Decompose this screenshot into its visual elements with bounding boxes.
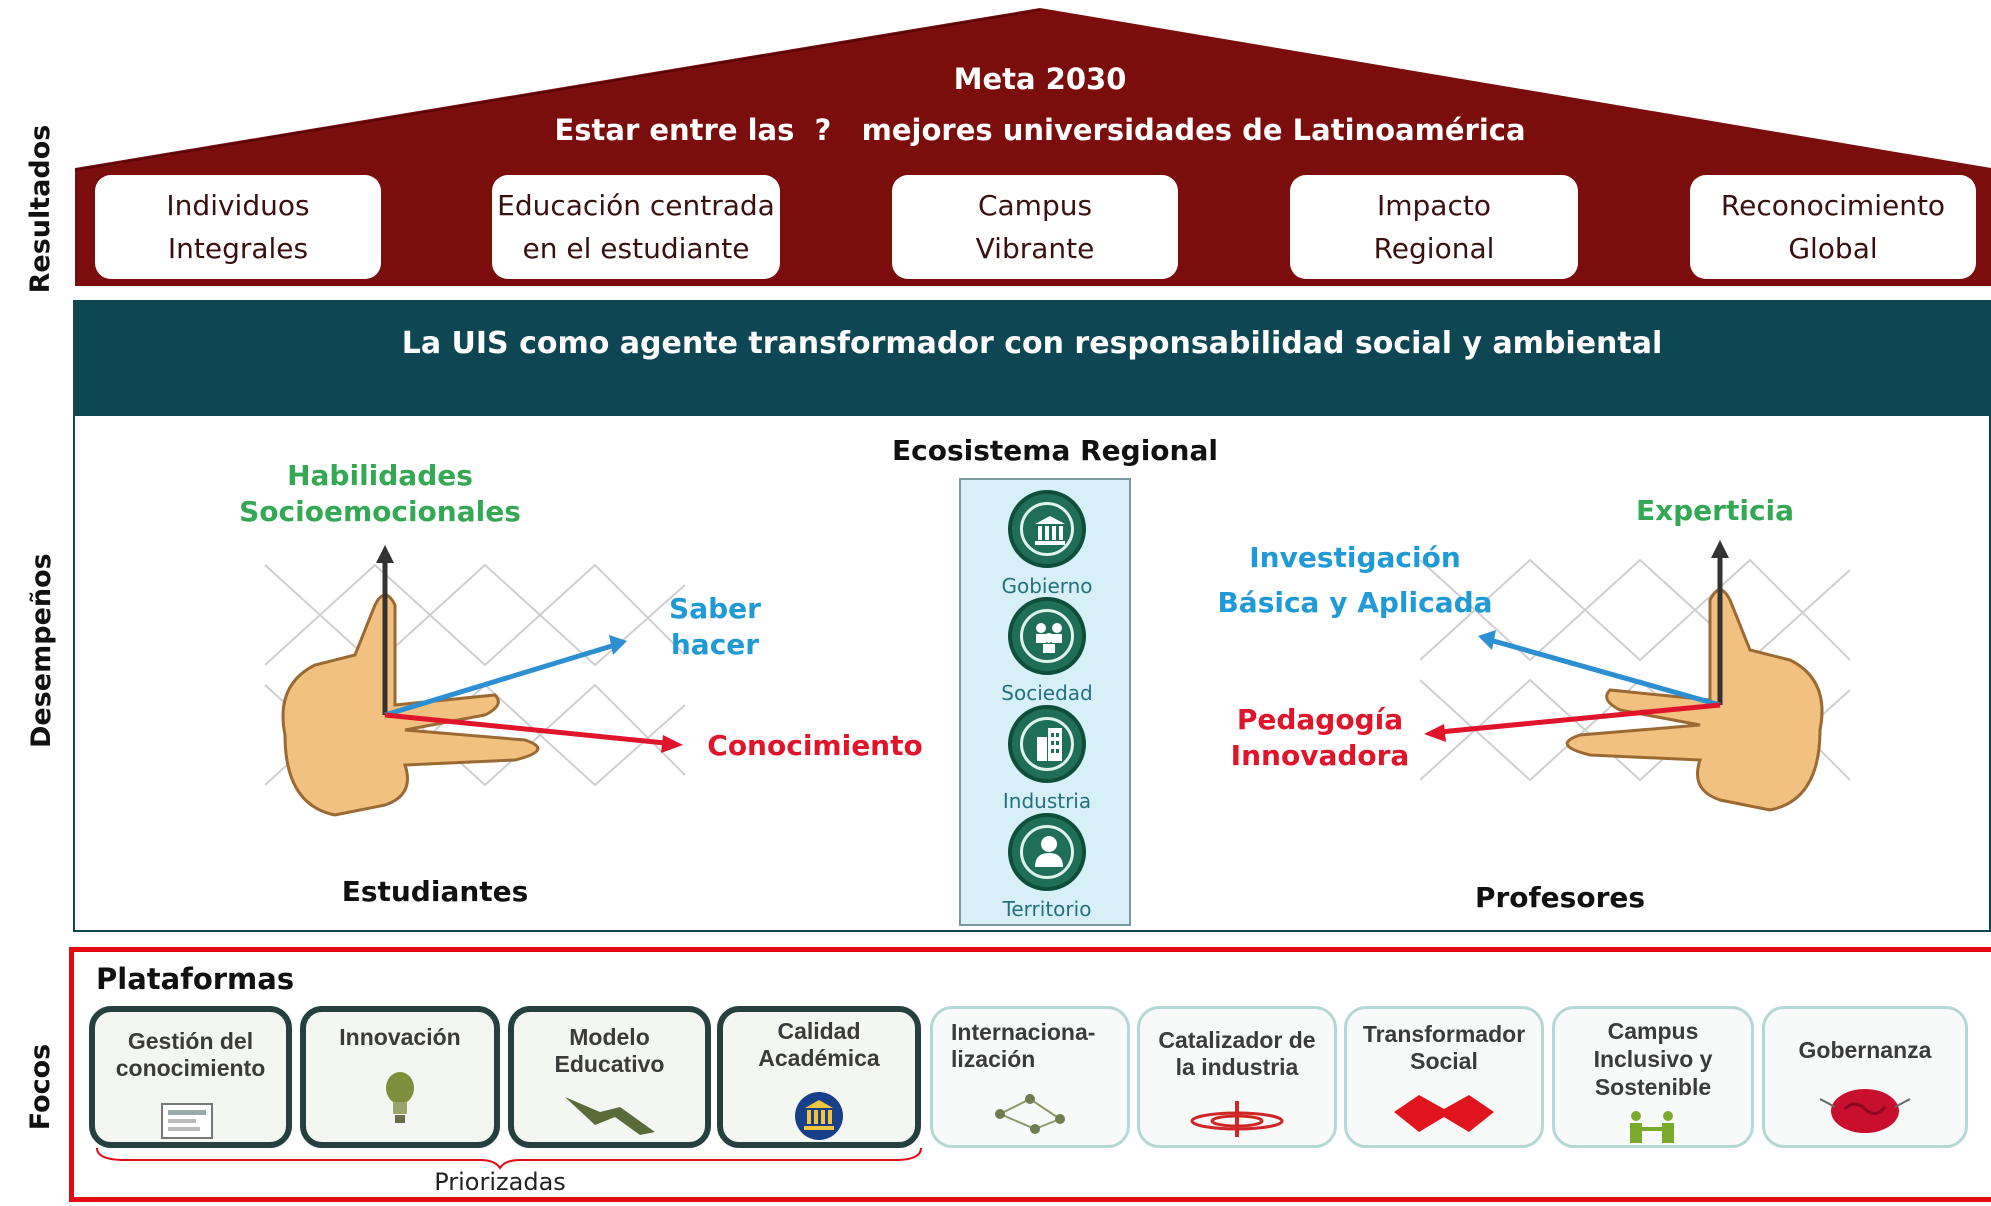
platform-label: Modelo Educativo — [554, 1024, 665, 1077]
result-box: Educación centrada en el estudiante — [492, 175, 780, 279]
result-box: Campus Vibrante — [892, 175, 1178, 279]
prioritized-label: Priorizadas — [434, 1168, 566, 1196]
ecosystem-label: Gobierno — [1001, 574, 1093, 598]
handshake-icon — [564, 1097, 655, 1135]
platform-card: Calidad Académica — [717, 1006, 921, 1148]
ecosystem-item-gobierno: Gobierno — [961, 490, 1133, 598]
students-title: Estudiantes — [341, 875, 529, 908]
platform-label: Innovación — [339, 1024, 461, 1050]
side-label-desempenos: Desempeños — [26, 553, 57, 748]
professors-expertise-label: Experticia — [1635, 494, 1795, 527]
industry-building-icon — [1008, 705, 1086, 783]
students-socioemotional-label: Habilidades Socioemocionales — [239, 459, 521, 528]
goal-title: Meta 2030 — [953, 62, 1127, 96]
platform-label: Gestión del conocimiento — [115, 1028, 266, 1081]
platform-card: Innovación — [300, 1006, 500, 1148]
ecosystem-label: Territorio — [1002, 897, 1092, 921]
ecosystem-item-sociedad: Sociedad — [961, 597, 1133, 705]
ecosystem-title: Ecosistema Regional — [892, 434, 1218, 467]
platform-label: Catalizador de la industria — [1158, 1027, 1316, 1080]
platform-label: Internaciona- lización — [951, 1019, 1096, 1072]
platform-label: Campus Inclusivo y Sostenible — [1593, 1018, 1713, 1100]
side-label-focos: Focos — [25, 1043, 56, 1131]
platform-label: Gobernanza — [1798, 1037, 1932, 1063]
lightbulb-icon — [386, 1072, 414, 1123]
students-know-how-label: Saber hacer — [669, 592, 761, 661]
professors-pedagogy-label: Pedagogía Innovadora — [1230, 703, 1410, 772]
platform-label: Transformador Social — [1362, 1021, 1526, 1074]
prioritized-bracket — [96, 1147, 922, 1170]
person-icon — [1008, 813, 1086, 891]
mission-banner-text: La UIS como agente transformador con res… — [401, 326, 1663, 361]
ecosystem-item-industria: Industria — [961, 705, 1133, 813]
result-box: Individuos Integrales — [95, 175, 381, 279]
ecosystem-label: Sociedad — [1001, 681, 1093, 705]
ecosystem-item-territorio: Territorio — [961, 813, 1133, 921]
platform-card: Gobernanza — [1762, 1006, 1968, 1148]
platforms-frame — [69, 947, 1991, 1202]
platform-card: Internaciona- lización — [930, 1006, 1130, 1148]
students-hand-illustration — [264, 545, 686, 817]
professors-title: Profesores — [1474, 881, 1646, 914]
platform-label: Calidad Académica — [758, 1018, 880, 1071]
people-icon — [1630, 1111, 1674, 1143]
documents-icon — [160, 1103, 213, 1139]
goal-subtitle: Estar entre las ? mejores universidades … — [554, 113, 1526, 147]
government-building-icon — [1008, 490, 1086, 568]
handshake-icon — [1394, 1095, 1494, 1132]
network-icon — [995, 1094, 1065, 1134]
platform-card: Catalizador de la industria — [1137, 1006, 1337, 1148]
platform-card: Transformador Social — [1344, 1006, 1544, 1148]
students-knowledge-label: Conocimiento — [707, 729, 923, 762]
institution-icon — [795, 1092, 843, 1140]
professors-hand-illustration — [1420, 540, 1850, 812]
platforms-title: Plataformas — [96, 962, 295, 996]
platform-card: Modelo Educativo — [508, 1006, 711, 1148]
result-box: Impacto Regional — [1290, 175, 1578, 279]
result-box: Reconocimiento Global — [1690, 175, 1976, 279]
brain-icon — [1819, 1089, 1911, 1133]
mission-banner — [73, 300, 1991, 416]
performance-panel — [73, 416, 1991, 932]
target-icon — [1190, 1101, 1284, 1137]
ecosystem-label: Industria — [1002, 789, 1092, 813]
platform-card: Gestión del conocimiento — [89, 1006, 292, 1148]
ecosystem-column: Gobierno Sociedad Industria — [959, 478, 1131, 926]
professors-research-label: Investigación Básica y Aplicada — [1217, 541, 1493, 619]
community-icon — [1008, 597, 1086, 675]
platform-card: Campus Inclusivo y Sostenible — [1552, 1006, 1754, 1148]
